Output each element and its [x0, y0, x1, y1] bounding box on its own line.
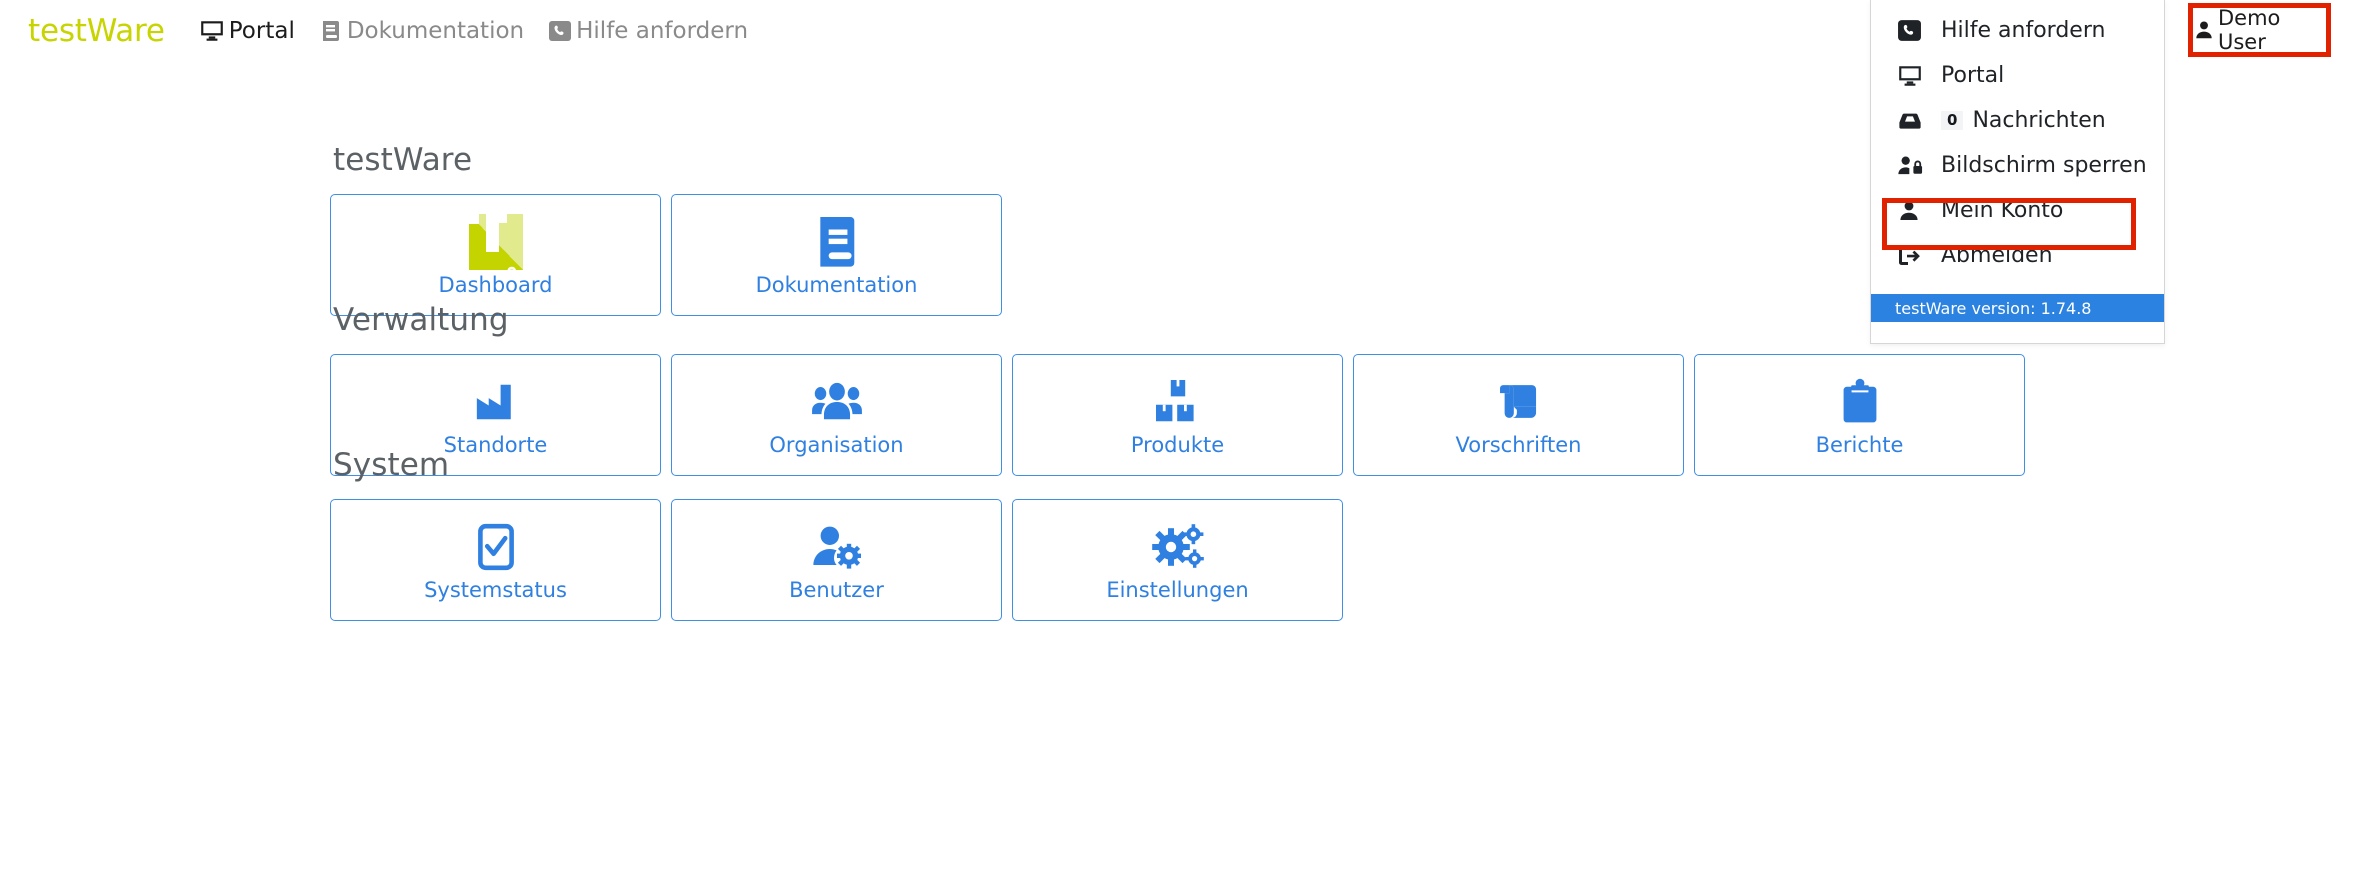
dropdown-item-hilfe-anfordern[interactable]: Hilfe anfordern	[1871, 8, 2164, 53]
user-icon	[2193, 19, 2215, 41]
user-lock-icon	[1897, 153, 1931, 178]
phone-square-icon	[548, 19, 572, 43]
card-label: Organisation	[769, 433, 904, 457]
version-banner: testWare version: 1.74.8	[1871, 294, 2164, 322]
section-testware: testWare .io Dashboard	[330, 142, 1002, 316]
card-label: Berichte	[1815, 433, 1904, 457]
card-label: Standorte	[443, 433, 548, 457]
book-icon	[812, 213, 862, 271]
nachrichten-badge: 0	[1941, 111, 1964, 130]
dropdown-item-label: Nachrichten	[1972, 108, 2106, 133]
dropdown-item-label: Hilfe anfordern	[1941, 18, 2106, 43]
card-berichte[interactable]: Berichte	[1694, 354, 2025, 476]
card-label: Vorschriften	[1455, 433, 1582, 457]
user-cog-icon	[811, 518, 863, 576]
card-benutzer[interactable]: Benutzer	[671, 499, 1002, 621]
section-title: System	[333, 447, 450, 483]
card-systemstatus[interactable]: Systemstatus	[330, 499, 661, 621]
users-icon	[811, 373, 863, 431]
card-label: Einstellungen	[1106, 578, 1249, 602]
dropdown-item-nachrichten[interactable]: 0 Nachrichten	[1871, 98, 2164, 143]
inbox-icon	[1897, 108, 1931, 134]
card-row: Systemstatus	[330, 499, 1343, 621]
mobile-check-icon	[476, 518, 516, 576]
card-organisation[interactable]: Organisation	[671, 354, 1002, 476]
card-einstellungen[interactable]: Einstellungen	[1012, 499, 1343, 621]
dropdown-item-label: Abmelden	[1941, 243, 2053, 268]
dropdown-item-portal[interactable]: Portal	[1871, 53, 2164, 98]
dropdown-item-bildschirm-sperren[interactable]: Bildschirm sperren	[1871, 143, 2164, 188]
dropdown-item-abmelden[interactable]: Abmelden	[1871, 233, 2164, 278]
card-standorte[interactable]: Standorte	[330, 354, 661, 476]
section-system: System Systemstatus	[330, 447, 1343, 621]
dropdown-item-label: Mein Konto	[1941, 198, 2064, 223]
card-row: Standorte Organisation	[330, 354, 2025, 476]
cogs-icon	[1151, 518, 1205, 576]
nav-link-hilfe-anfordern[interactable]: Hilfe anfordern	[548, 18, 748, 44]
card-label: Benutzer	[789, 578, 884, 602]
book-icon	[319, 19, 343, 43]
card-row: .io Dashboard Dokumentation	[330, 194, 1002, 316]
scroll-icon	[1494, 373, 1544, 431]
boxes-icon	[1154, 373, 1202, 431]
dropdown-item-label: Portal	[1941, 63, 2005, 88]
nav-link-dokumentation-label: Dokumentation	[346, 18, 525, 44]
card-label: Dokumentation	[755, 273, 918, 297]
user-menu-button[interactable]: Demo User	[2188, 3, 2331, 57]
card-label: Systemstatus	[424, 578, 567, 602]
monitor-icon	[199, 18, 225, 44]
brand-logo[interactable]: testWare	[28, 13, 165, 49]
testware-logo-icon: .io	[468, 213, 523, 271]
card-dashboard[interactable]: .io Dashboard	[330, 194, 661, 316]
sign-out-icon	[1897, 244, 1931, 268]
factory-icon	[472, 373, 520, 431]
clipboard-icon	[1840, 373, 1880, 431]
card-label: Dashboard	[438, 273, 553, 297]
section-title: Verwaltung	[333, 302, 509, 338]
logo-io-text: .io	[503, 266, 521, 270]
section-verwaltung: Verwaltung Standorte Organisation	[330, 302, 2025, 476]
dropdown-item-mein-konto[interactable]: Mein Konto	[1871, 188, 2164, 233]
dropdown-item-label: Bildschirm sperren	[1941, 153, 2147, 178]
card-vorschriften[interactable]: Vorschriften	[1353, 354, 1684, 476]
user-icon	[1897, 199, 1931, 223]
user-dropdown-menu: Hilfe anfordern Portal 0 Nachrichten Bil…	[1870, 0, 2165, 344]
card-label: Produkte	[1130, 433, 1225, 457]
nav-link-portal-label: Portal	[228, 18, 295, 44]
nav-link-portal[interactable]: Portal	[199, 18, 295, 44]
card-produkte[interactable]: Produkte	[1012, 354, 1343, 476]
nav-link-hilfe-anfordern-label: Hilfe anfordern	[576, 18, 749, 44]
phone-square-icon	[1897, 18, 1931, 43]
section-title: testWare	[333, 142, 473, 178]
nav-link-dokumentation[interactable]: Dokumentation	[319, 18, 524, 44]
card-dokumentation[interactable]: Dokumentation	[671, 194, 1002, 316]
monitor-icon	[1897, 63, 1931, 89]
user-menu-button-label: Demo User	[2218, 6, 2281, 54]
